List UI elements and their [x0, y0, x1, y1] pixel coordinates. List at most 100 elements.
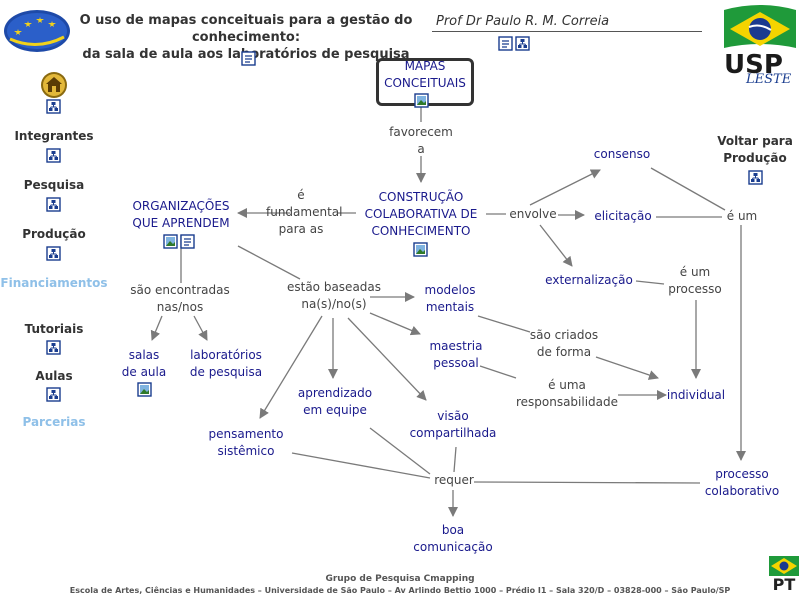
document-icon[interactable] [180, 234, 195, 249]
concept-mapas-conceituais[interactable]: MAPAS CONCEITUAIS [376, 58, 474, 92]
link-favorecem-a: favorecem a [384, 124, 458, 158]
back-to-producao-link[interactable]: Voltar para Produção [712, 133, 798, 167]
concept-label: QUE APRENDEM [132, 216, 230, 230]
line-processo-requer [473, 481, 701, 484]
arrow-encontradas-laboratorios [193, 315, 208, 341]
link-label: fundamental [266, 205, 343, 219]
usp-logo-text: USP [724, 50, 783, 80]
link-label: é [297, 188, 305, 202]
concept-label: modelos [424, 283, 476, 297]
concept-label: ORGANIZAÇÕES [132, 199, 230, 213]
cmapping-logo [4, 10, 70, 52]
nav-item-tutoriais[interactable]: Tutoriais [24, 322, 84, 336]
concept-consenso[interactable]: consenso [593, 147, 651, 161]
link-sao-encontradas: são encontradas nas/nos [124, 282, 236, 316]
concept-externalizacao[interactable]: externalização [545, 273, 633, 287]
concept-label: compartilhada [409, 426, 497, 440]
line-visao-requer [453, 446, 457, 473]
concept-label: sistêmico [217, 444, 275, 458]
concept-elicitacao[interactable]: elicitação [594, 209, 652, 223]
concept-label: mentais [425, 300, 475, 314]
concept-label: de pesquisa [189, 365, 263, 379]
concept-label: de aula [121, 365, 167, 379]
concept-map-icon[interactable] [46, 340, 61, 355]
back-label-line-2: Produção [723, 151, 787, 165]
concept-aprendizado-em-equipe[interactable]: aprendizado em equipe [294, 385, 376, 419]
nav-item-integrantes[interactable]: Integrantes [14, 129, 94, 143]
document-icon[interactable] [498, 36, 513, 51]
arrow-encontradas-salas [150, 315, 163, 341]
concept-laboratorios-de-pesquisa[interactable]: laboratórios de pesquisa [180, 347, 272, 381]
link-fundamental: é fundamental para as [266, 187, 343, 238]
brazil-flag-icon [769, 556, 799, 576]
concept-processo-colaborativo[interactable]: processo colaborativo [698, 466, 786, 500]
nav-item-pesquisa[interactable]: Pesquisa [23, 178, 85, 192]
link-label: estão baseadas [286, 280, 382, 294]
line-maestria-responsabilidade [479, 365, 517, 379]
image-icon[interactable] [414, 93, 429, 108]
link-label: são encontradas [130, 283, 230, 297]
link-requer: requer [434, 473, 474, 487]
concept-modelos-mentais[interactable]: modelos mentais [412, 282, 488, 316]
leste-logo-text: LESTE [746, 72, 792, 87]
concept-salas-de-aula[interactable]: salas de aula [118, 347, 170, 381]
back-label-line-1: Voltar para [717, 134, 793, 148]
link-label: na(s)/no(s) [301, 297, 367, 311]
concept-map-icon[interactable] [46, 246, 61, 261]
line-externalizacao-eumprocesso [635, 280, 665, 285]
footer-address: Escola de Artes, Ciências e Humanidades … [69, 586, 731, 595]
concept-label: visão [437, 409, 469, 423]
title-line-1: O uso de mapas conceituais para a gestão… [79, 13, 413, 45]
concept-label: em equipe [303, 403, 367, 417]
concept-label: pessoal [433, 356, 479, 370]
concept-map-icon[interactable] [46, 197, 61, 212]
concept-construcao-colaborativa[interactable]: CONSTRUÇÃO COLABORATIVA DE CONHECIMENTO [356, 189, 486, 240]
concept-label: aprendizado [297, 386, 373, 400]
concept-boa-comunicacao[interactable]: boa comunicação [408, 522, 498, 556]
line-pensamento-requer [291, 452, 431, 479]
concept-organizacoes-que-aprendem[interactable]: ORGANIZAÇÕES QUE APRENDEM [126, 198, 236, 232]
link-label: nas/nos [156, 300, 204, 314]
nav-item-financiamentos[interactable]: Financiamentos [0, 276, 108, 290]
link-responsabilidade: é uma responsabilidade [512, 377, 622, 411]
line-organizacoes-baseadas [237, 245, 301, 280]
concept-map-icon[interactable] [748, 170, 763, 185]
footer-group-name: Grupo de Pesquisa Cmapping [325, 574, 475, 584]
image-icon[interactable] [163, 234, 178, 249]
nav-item-parcerias[interactable]: Parcerias [22, 415, 86, 429]
document-icon[interactable] [241, 51, 256, 66]
arrow-criados-individual [595, 356, 659, 380]
home-icon[interactable] [40, 71, 68, 99]
concept-individual[interactable]: individual [666, 388, 726, 402]
concept-maestria-pessoal[interactable]: maestria pessoal [420, 338, 492, 372]
link-label: para as [278, 222, 324, 236]
concept-label: CONHECIMENTO [371, 224, 471, 238]
concept-map-icon[interactable] [515, 36, 530, 51]
concept-map-icon[interactable] [46, 148, 61, 163]
nav-item-aulas[interactable]: Aulas [35, 369, 73, 383]
image-icon[interactable] [137, 382, 152, 397]
line-modelos-criados [477, 315, 531, 333]
concept-label: CONSTRUÇÃO [378, 190, 464, 204]
mapas-conceituais-box[interactable] [376, 58, 474, 106]
usp-leste-logo: USP LESTE [724, 52, 798, 94]
line-consenso-eum [650, 167, 726, 211]
link-e-um-processo: é um processo [664, 264, 726, 298]
link-e-um: é um [726, 209, 758, 223]
arrow-envolve-consenso [529, 169, 601, 206]
concept-map-icon[interactable] [46, 99, 61, 114]
concept-pensamento-sistemico[interactable]: pensamento sistêmico [200, 426, 292, 460]
concept-label: processo [715, 467, 769, 481]
image-icon[interactable] [413, 242, 428, 257]
nav-item-producao[interactable]: Produção [22, 227, 86, 241]
concept-map-icon[interactable] [46, 387, 61, 402]
concept-visao-compartilhada[interactable]: visão compartilhada [404, 408, 502, 442]
link-label: são criados [529, 328, 599, 342]
link-envolve: envolve [509, 207, 557, 221]
arrow-baseadas-visao [347, 317, 427, 401]
brazil-flag-logo [724, 5, 796, 48]
link-label: processo [668, 282, 722, 296]
link-label: é um [679, 265, 711, 279]
language-switch[interactable]: PT [769, 556, 799, 596]
concept-label: CONCEITUAIS [384, 76, 466, 90]
